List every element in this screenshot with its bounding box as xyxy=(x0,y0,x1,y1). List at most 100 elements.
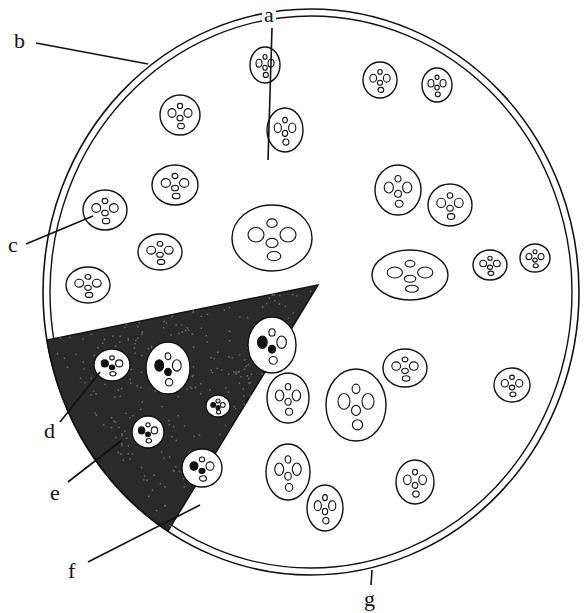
bundle-sheath xyxy=(473,250,507,280)
leader-line xyxy=(88,505,200,562)
texture-dot xyxy=(152,489,154,491)
texture-dot xyxy=(225,424,227,426)
vessel xyxy=(538,254,544,260)
vessel xyxy=(516,380,523,387)
texture-dot xyxy=(119,395,121,397)
vessel xyxy=(206,462,214,470)
texture-dot xyxy=(183,486,185,488)
texture-dot xyxy=(229,340,231,342)
vessel xyxy=(263,65,268,70)
vessel xyxy=(314,501,321,511)
vessel xyxy=(274,123,281,133)
texture-dot xyxy=(250,395,252,397)
vessel xyxy=(526,254,532,260)
vascular-bundle xyxy=(132,416,164,448)
texture-dot xyxy=(57,353,59,355)
texture-dot xyxy=(141,355,143,357)
vascular-bundle xyxy=(83,190,127,230)
texture-dot xyxy=(139,322,141,324)
texture-dot xyxy=(193,436,195,438)
texture-dot xyxy=(177,396,179,398)
vessel xyxy=(352,405,361,415)
vessel xyxy=(435,85,440,90)
vascular-bundle xyxy=(206,395,230,417)
texture-dot xyxy=(104,338,106,340)
texture-dot xyxy=(207,313,209,315)
vessel xyxy=(387,267,402,278)
vessel xyxy=(190,462,198,470)
texture-dot xyxy=(123,459,125,461)
vascular-bundle xyxy=(266,444,310,500)
vascular-bundle xyxy=(232,205,312,271)
texture-dot xyxy=(95,414,97,416)
texture-dot xyxy=(164,505,166,507)
texture-dot xyxy=(163,457,165,459)
texture-dot xyxy=(59,337,61,339)
vascular-bundles xyxy=(66,47,550,531)
texture-dot xyxy=(161,451,163,453)
bundle-sheath xyxy=(422,68,452,102)
texture-dot xyxy=(124,430,126,432)
vessel xyxy=(285,408,292,415)
texture-dot xyxy=(118,426,120,428)
vessel xyxy=(395,190,402,197)
texture-dot xyxy=(114,396,116,398)
texture-dot xyxy=(126,437,128,439)
vascular-bundle xyxy=(422,68,452,102)
texture-dot xyxy=(228,356,230,358)
texture-dot xyxy=(251,373,253,375)
part-label: d xyxy=(42,420,57,442)
vessel xyxy=(352,384,360,393)
texture-dot xyxy=(248,378,250,380)
texture-dot xyxy=(186,388,188,390)
texture-dot xyxy=(111,417,113,419)
texture-dot xyxy=(163,321,165,323)
texture-dot xyxy=(140,371,142,373)
texture-dot xyxy=(244,359,246,361)
texture-dot xyxy=(262,306,264,308)
vessel xyxy=(267,252,281,261)
texture-dot xyxy=(132,415,134,417)
texture-dot xyxy=(94,412,96,414)
leader-line xyxy=(268,28,272,160)
texture-dot xyxy=(184,425,186,427)
vessel xyxy=(216,406,220,410)
vascular-bundle xyxy=(160,95,200,135)
texture-dot xyxy=(103,424,105,426)
texture-dot xyxy=(97,347,99,349)
vessel xyxy=(92,204,101,213)
vessel xyxy=(75,279,84,287)
texture-dot xyxy=(235,408,237,410)
bundle-sheath xyxy=(132,416,164,448)
vessel xyxy=(493,260,500,267)
bundle-sheath xyxy=(307,485,343,531)
bundle-sheath xyxy=(83,190,127,230)
texture-dot xyxy=(151,347,153,349)
bundle-sheath xyxy=(375,165,421,215)
vessel xyxy=(447,193,453,198)
texture-dot xyxy=(129,417,131,419)
vascular-bundle xyxy=(428,184,472,226)
texture-dot xyxy=(130,382,132,384)
texture-dot xyxy=(129,379,131,381)
vessel xyxy=(454,198,463,207)
vessel xyxy=(109,204,118,213)
stained-sector xyxy=(47,285,318,531)
texture-dot xyxy=(239,354,241,356)
vessel xyxy=(402,376,409,381)
vessel xyxy=(419,475,427,485)
texture-dot xyxy=(121,444,123,446)
vessel xyxy=(323,517,329,523)
texture-dot xyxy=(119,341,121,343)
texture-dot xyxy=(125,412,127,414)
texture-dot xyxy=(90,394,92,396)
texture-dot xyxy=(111,427,113,429)
vessel xyxy=(533,258,538,262)
texture-dot xyxy=(156,510,158,512)
vessel xyxy=(184,109,192,118)
texture-dot xyxy=(169,456,171,458)
vessel xyxy=(533,250,537,254)
texture-dot xyxy=(80,377,82,379)
vessel xyxy=(292,463,301,475)
texture-dot xyxy=(69,337,71,339)
